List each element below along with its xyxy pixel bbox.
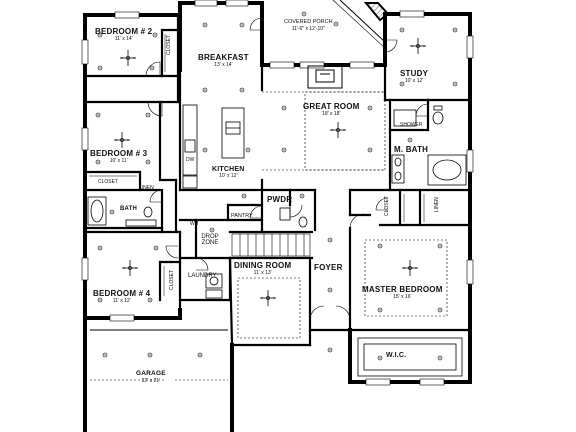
linen-label-master: LINEN [434, 197, 440, 212]
dishwasher-label: DW [186, 157, 195, 163]
master-bedroom-name: MASTER BEDROOM [362, 285, 443, 294]
label-master-bath: M. BATH [394, 146, 428, 154]
great-room-size: 18' x 18' [322, 111, 341, 117]
label-covered-porch: COVERED PORCH 11'-6" x 12'-10" [284, 19, 333, 32]
label-bedroom-4: BEDROOM # 4 11' x 12' [93, 290, 150, 304]
master-bath-name: M. BATH [394, 145, 429, 154]
wic-shelving [357, 337, 463, 377]
bath-fixtures [87, 105, 467, 299]
label-garage: GARAGE 22' x 21' [136, 370, 166, 384]
closet-label-bedroom-3: CLOSET [98, 179, 119, 185]
wic-name: W.I.C. [386, 352, 407, 359]
laundry-name: LAUNDRY [188, 273, 217, 279]
label-great-room: GREAT ROOM 18' x 18' [303, 103, 360, 117]
bath-name: BATH [120, 206, 138, 212]
label-foyer: FOYER [314, 264, 343, 272]
label-pantry: PANTRY [231, 213, 253, 220]
label-powder: PWDR [267, 196, 292, 204]
label-laundry: LAUNDRY [188, 272, 217, 279]
linen-label-hall: LINEN [139, 185, 154, 191]
drop-zone-name: DROP ZONE [201, 234, 219, 246]
foyer-name: FOYER [314, 263, 343, 272]
staircase [231, 233, 311, 257]
great-room-name: GREAT ROOM [303, 102, 360, 111]
bedroom-2-name: BEDROOM # 2 [95, 27, 153, 36]
porch-corner [332, 0, 390, 49]
water-heater-label: WH [190, 221, 199, 227]
ceiling-details [90, 91, 448, 381]
label-bedroom-3: BEDROOM # 3 10' x 11' [90, 150, 147, 164]
shower-label: SHOWER [400, 122, 423, 128]
label-breakfast: BREAKFAST 13' x 14' [198, 54, 249, 68]
label-study: STUDY 10' x 12' [400, 70, 428, 84]
breakfast-size: 13' x 14' [214, 62, 233, 68]
breakfast-name: BREAKFAST [198, 53, 249, 62]
master-bedroom-size: 15' x 16' [393, 294, 412, 300]
porch-size: 11'-6" x 12'-10" [291, 25, 325, 32]
label-drop-zone: DROP ZONE [198, 233, 222, 246]
label-kitchen: KITCHEN 10' x 12' [212, 166, 245, 179]
dining-room-size: 11' x 13' [253, 270, 272, 276]
interior-walls [83, 13, 472, 347]
label-wic: W.I.C. [386, 352, 406, 359]
doors [145, 17, 429, 321]
garage-name: GARAGE [136, 370, 166, 377]
bedroom-4-size: 11' x 12' [112, 298, 131, 304]
bedroom-3-name: BEDROOM # 3 [90, 149, 148, 158]
closet-label-bedroom-2: CLOSET [166, 34, 172, 55]
label-bath: BATH [120, 206, 137, 212]
label-dining-room: DINING ROOM 11' x 13' [234, 262, 291, 276]
kitchen-name: KITCHEN [212, 166, 245, 173]
label-master-bedroom: MASTER BEDROOM 15' x 16' [362, 286, 443, 300]
windows [81, 0, 474, 386]
label-bedroom-2: BEDROOM # 2 11' x 14' [95, 28, 152, 42]
study-size: 10' x 12' [404, 78, 424, 84]
dining-room-name: DINING ROOM [234, 261, 292, 270]
bedroom-4-name: BEDROOM # 4 [93, 289, 151, 298]
closet-label-bedroom-4: CLOSET [169, 269, 175, 290]
bedroom-2-size: 11' x 14' [114, 36, 133, 42]
study-name: STUDY [400, 69, 429, 78]
closet-label-master: CLOSET [384, 195, 390, 216]
powder-name: PWDR [267, 195, 293, 204]
kitchen-cabinetry [182, 104, 245, 189]
garage-size: 22' x 21' [141, 377, 161, 384]
pantry-name: PANTRY [231, 213, 253, 219]
bedroom-3-size: 10' x 11' [109, 158, 128, 164]
kitchen-size: 10' x 12' [219, 173, 238, 179]
fireplace [307, 65, 343, 89]
closet-shelves [89, 34, 425, 296]
porch-name: COVERED PORCH [284, 19, 333, 25]
